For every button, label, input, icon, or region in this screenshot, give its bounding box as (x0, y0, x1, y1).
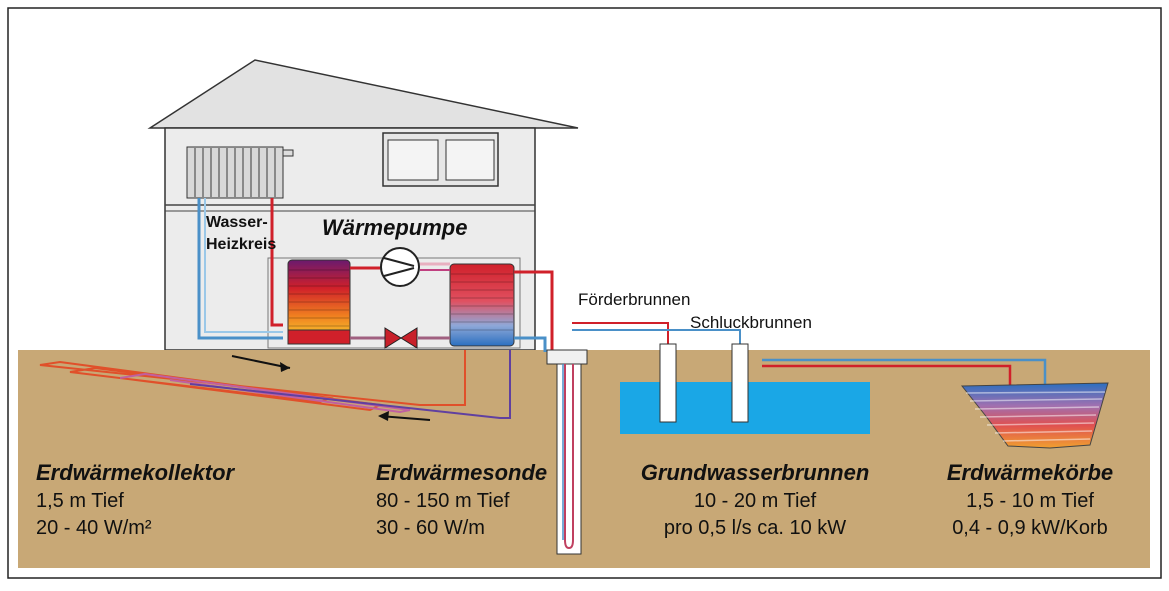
heating-circuit-line1: Wasser- (206, 214, 268, 231)
supply-well-pipe (572, 322, 669, 345)
window-pane-left (387, 139, 439, 181)
basket-title: Erdwärmekörbe (946, 460, 1114, 485)
basket-caption: Erdwärmekörbe 1,5 - 10 m Tief 0,4 - 0,9 … (930, 460, 1130, 540)
radiator (186, 146, 294, 199)
probe-caption: Erdwärmesonde 80 - 150 m Tief 30 - 60 W/… (376, 460, 547, 540)
return-well-pipe (572, 329, 741, 345)
probe-head (546, 349, 588, 365)
brine-return-pipe (514, 336, 547, 352)
condenser-tank (287, 259, 351, 345)
heating-return-pipe-light (204, 198, 283, 333)
collector-caption: Erdwärmekollektor 1,5 m Tief 20 - 40 W/m… (36, 460, 234, 540)
evaporator-tank (449, 263, 515, 347)
probe-title: Erdwärmesonde (376, 460, 548, 485)
brine-supply-pipe (514, 270, 554, 352)
heating-return-pipe (197, 198, 283, 340)
compressor-icon (380, 247, 420, 287)
groundwater-caption: Grundwasserbrunnen 10 - 20 m Tief pro 0,… (630, 460, 880, 540)
groundwater-power: pro 0,5 l/s ca. 10 kW (663, 517, 847, 539)
basket-cold-pipe (762, 358, 1047, 385)
supply-well (659, 343, 677, 423)
collector-title: Erdwärmekollektor (36, 460, 235, 485)
groundwater-title: Grundwasserbrunnen (640, 460, 870, 485)
return-well (731, 343, 749, 423)
supply-well-label: Förderbrunnen (578, 290, 691, 309)
groundwater-depth: 10 - 20 m Tief (693, 490, 817, 512)
heating-circuit-line2: Heizkreis (206, 236, 277, 253)
return-well-label: Schluckbrunnen (690, 313, 812, 332)
probe-power: 30 - 60 W/m (376, 517, 485, 539)
expansion-valve-icon (384, 327, 418, 349)
collector-depth: 1,5 m Tief (36, 490, 124, 512)
ground-collector (39, 350, 511, 419)
geothermal-basket (960, 382, 1109, 449)
heating-circuit-label: Wasser- Heizkreis (206, 212, 276, 256)
collector-power: 20 - 40 W/m² (36, 517, 152, 539)
flow-arrow-top-icon (231, 355, 291, 372)
basket-power: 0,4 - 0,9 kW/Korb (952, 517, 1108, 539)
basket-hot-pipe (762, 364, 1012, 385)
heat-pump-label: Wärmepumpe (322, 215, 468, 240)
borehole-probe (556, 363, 582, 555)
window-pane-right (445, 139, 495, 181)
probe-depth: 80 - 150 m Tief (376, 490, 510, 512)
basket-depth: 1,5 - 10 m Tief (966, 490, 1094, 512)
heating-supply-pipe (270, 198, 283, 327)
flow-arrow-bottom-icon (378, 411, 431, 421)
